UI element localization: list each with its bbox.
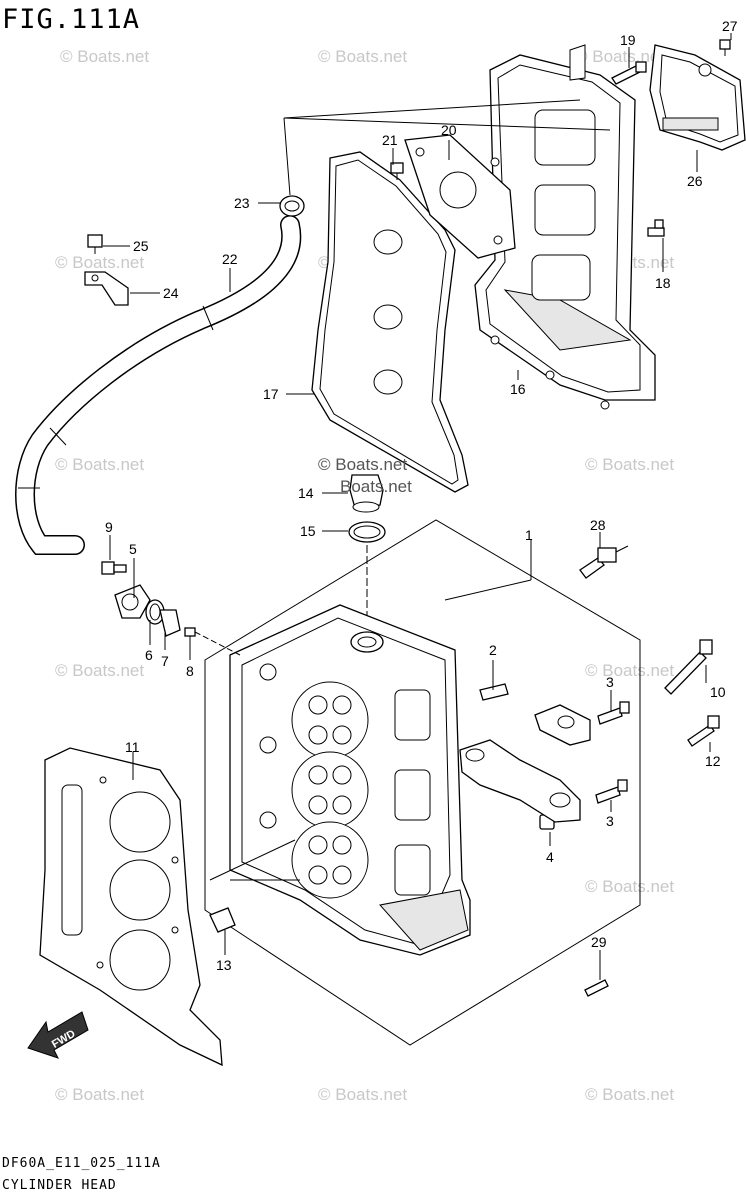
watermark: © Boats.net — [585, 455, 674, 474]
callout-9: 9 — [105, 519, 113, 535]
figure-name: CYLINDER HEAD — [2, 1178, 117, 1193]
bolt-10 — [664, 639, 713, 695]
callout-18: 18 — [655, 275, 671, 291]
figure-code: DF60A_E11_025_111A — [2, 1156, 161, 1171]
callout-labels: 1 2 3 3 4 5 6 7 8 9 10 11 12 13 14 15 16… — [105, 18, 738, 973]
hose-clamp — [279, 195, 305, 217]
fwd-direction-arrow: FWD — [27, 1011, 89, 1059]
hose-clamp-bracket — [84, 271, 129, 306]
callout-4: 4 — [546, 849, 554, 865]
cap-cover — [649, 44, 746, 151]
callout-5: 5 — [129, 541, 137, 557]
callout-10: 10 — [710, 684, 726, 700]
callout-26: 26 — [687, 173, 703, 189]
watermark: © Boats.net — [55, 661, 144, 680]
thermostat-7 — [159, 609, 181, 637]
camshaft-cap-small — [534, 704, 591, 746]
bolt-21 — [390, 162, 404, 180]
callout-6: 6 — [145, 647, 153, 663]
leader-lines — [103, 33, 732, 980]
dowel-pin-29 — [584, 979, 609, 997]
watermark: © Boats.net — [318, 1085, 407, 1104]
watermark: © Boats.net — [55, 1085, 144, 1104]
bolt-9 — [101, 561, 127, 575]
watermark-dark: © Boats.net — [318, 455, 407, 474]
watermark: © Boats.net — [60, 47, 149, 66]
bolt-25 — [87, 234, 103, 254]
bolt-18 — [647, 219, 665, 237]
watermark: © Boats.net — [55, 253, 144, 272]
callout-3-lower: 3 — [606, 813, 614, 829]
watermark-dark-plain: Boats.net — [340, 477, 412, 496]
watermark: © Boats.net — [585, 877, 674, 896]
breather-plate — [404, 134, 516, 259]
callout-27: 27 — [722, 18, 738, 34]
callout-15: 15 — [300, 523, 316, 539]
callout-20: 20 — [441, 122, 457, 138]
callout-13: 13 — [216, 957, 232, 973]
camshaft-housing — [459, 739, 581, 823]
bolt-3-upper — [597, 701, 630, 725]
callout-16: 16 — [510, 381, 526, 397]
callout-14: 14 — [298, 485, 314, 501]
assembly-outline — [204, 519, 641, 1046]
figure-title: FIG.111A — [2, 4, 141, 35]
callout-19: 19 — [620, 32, 636, 48]
callout-23: 23 — [234, 195, 250, 211]
callout-25: 25 — [133, 238, 149, 254]
callout-24: 24 — [163, 285, 179, 301]
watermark: © Boats.net — [55, 455, 144, 474]
bolt-27 — [719, 39, 731, 56]
bolt-19 — [611, 61, 647, 85]
callout-12: 12 — [705, 753, 721, 769]
callout-7: 7 — [161, 653, 169, 669]
cylinder-head-cover — [474, 44, 656, 410]
callout-1: 1 — [525, 527, 533, 543]
thermostat-cover — [114, 584, 151, 619]
callout-29: 29 — [591, 934, 607, 950]
callout-2: 2 — [489, 642, 497, 658]
callout-22: 22 — [222, 251, 238, 267]
dowel-pin-13 — [209, 907, 236, 933]
callout-21: 21 — [382, 132, 398, 148]
watermark: © Boats.net — [585, 1085, 674, 1104]
callout-11: 11 — [125, 739, 140, 755]
cylinder-head-gasket — [39, 747, 223, 1067]
bolt-12 — [687, 715, 720, 747]
dowel-pin-2 — [479, 683, 509, 701]
bolt-3-lower — [595, 779, 628, 804]
watermark: © Boats.net — [318, 47, 407, 66]
callout-8: 8 — [186, 663, 194, 679]
cover-gasket — [311, 151, 469, 493]
breather-hose — [15, 215, 302, 555]
o-ring — [348, 521, 386, 543]
watermark: © Boats.net — [585, 661, 674, 680]
callout-17: 17 — [263, 386, 279, 402]
spark-plug — [579, 545, 629, 579]
watermark: © Boats.net — [575, 47, 664, 66]
callout-3: 3 — [606, 674, 614, 690]
cylinder-head — [229, 604, 471, 956]
callout-28: 28 — [590, 517, 606, 533]
oil-filler-cap — [349, 474, 384, 513]
bolt-8 — [184, 627, 241, 656]
